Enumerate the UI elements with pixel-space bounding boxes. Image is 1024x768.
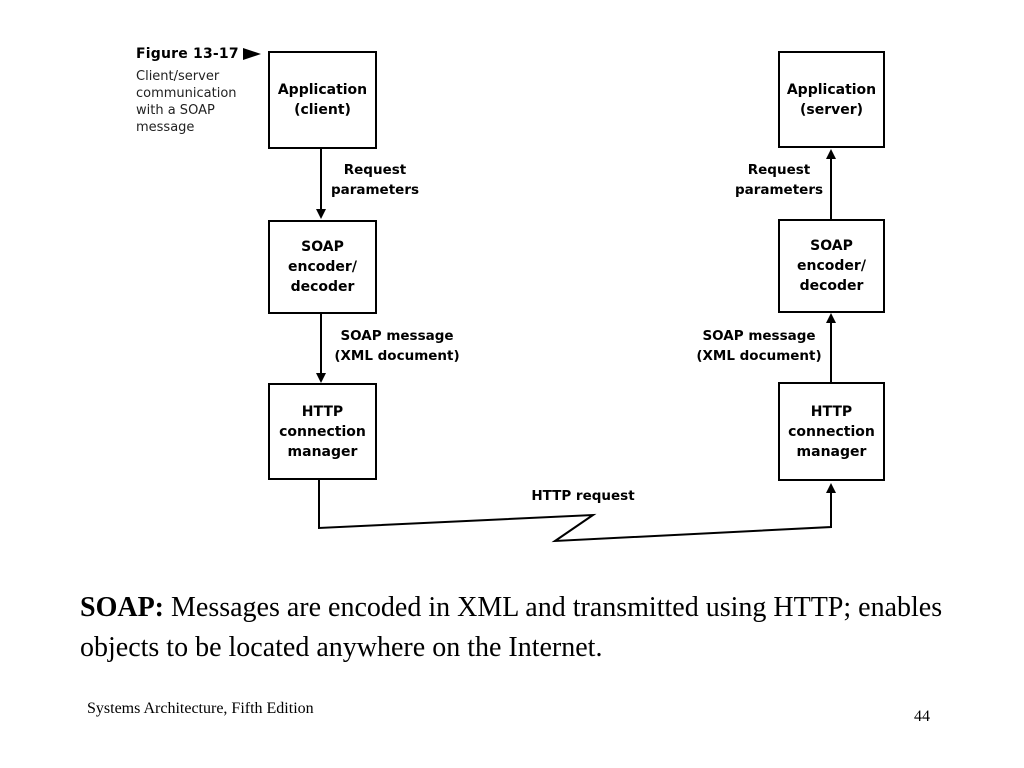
server-http-manager-box: HTTP connection manager: [778, 382, 885, 481]
caption-term: SOAP:: [80, 592, 164, 623]
figure-caption: Figure 13-17 Client/server communication…: [136, 46, 261, 136]
server-application-box: Application (server): [778, 51, 885, 148]
figure-number-row: Figure 13-17: [136, 46, 261, 62]
client-soap-message-label: SOAP message (XML document): [334, 328, 460, 364]
figure-number: Figure 13-17: [136, 46, 239, 62]
footer-book-title: Systems Architecture, Fifth Edition: [87, 700, 314, 717]
server-soap-message-label: SOAP message (XML document): [696, 328, 822, 364]
figure-description: Client/server communication with a SOAP …: [136, 69, 237, 135]
pointer-arrow-icon: [242, 48, 261, 60]
client-request-parameters-label: Request parameters: [330, 162, 420, 198]
http-request-label: HTTP request: [531, 488, 635, 504]
page-number: 44: [914, 708, 930, 725]
server-soap-encoder-box: SOAP encoder/ decoder: [778, 219, 885, 313]
caption-text: Messages are encoded in XML and transmit…: [80, 592, 943, 663]
client-soap-encoder-box: SOAP encoder/ decoder: [268, 220, 377, 314]
server-request-parameters-label: Request parameters: [734, 162, 824, 198]
http-request-path: [318, 479, 836, 543]
client-application-box: Application (client): [268, 51, 377, 149]
slide-caption: SOAP: Messages are encoded in XML and tr…: [80, 588, 960, 668]
client-http-manager-box: HTTP connection manager: [268, 383, 377, 480]
